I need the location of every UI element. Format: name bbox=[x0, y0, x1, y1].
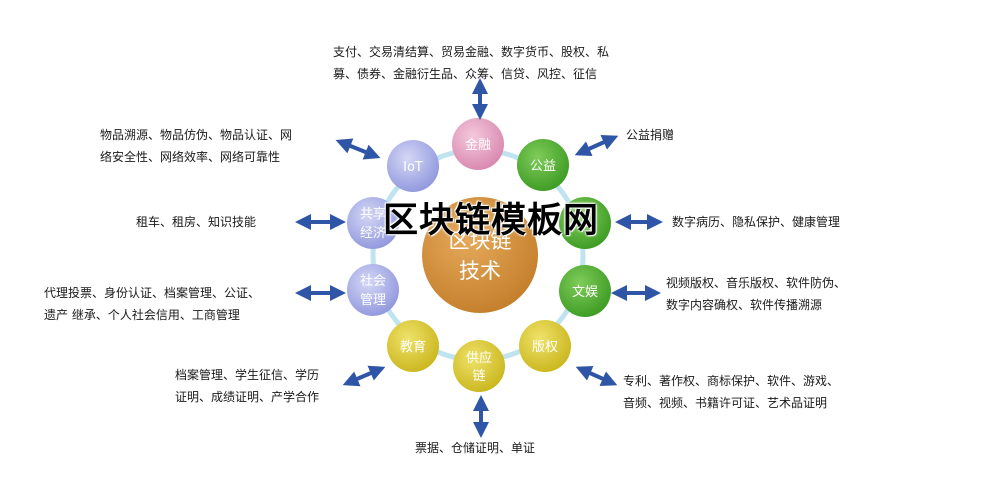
node-sharing-economy-label-2: 经济 bbox=[360, 226, 386, 241]
arrow-education bbox=[342, 365, 386, 387]
desc-supply-chain: 票据、仓储证明、单证 bbox=[415, 437, 535, 459]
watermark-text: 区块链模板网 bbox=[383, 201, 600, 241]
center-hub bbox=[422, 197, 538, 313]
desc-copyright: 专利、著作权、商标保护、软件、游戏、 音频、视频、书籍许可证、艺术品证明 bbox=[623, 370, 839, 414]
desc-finance: 支付、交易清结算、贸易金融、数字货币、股权、私 募、债券、金融衍生品、众筹、信贷… bbox=[333, 41, 609, 85]
desc-finance-line-1: 支付、交易清结算、贸易金融、数字货币、股权、私 bbox=[333, 45, 610, 59]
node-finance-label: 金融 bbox=[465, 137, 491, 153]
node-sharing-economy-label-1: 共享 bbox=[360, 206, 386, 222]
node-social-management-label-2: 管理 bbox=[360, 293, 386, 308]
arrow-copyright bbox=[575, 365, 618, 387]
desc-finance-line-2: 募、债券、金融衍生品、众筹、信贷、风控、征信 bbox=[333, 67, 598, 81]
node-supply-chain[interactable] bbox=[453, 340, 505, 392]
desc-welfare-line-1: 公益捐赠 bbox=[626, 128, 675, 142]
node-copyright[interactable] bbox=[519, 320, 571, 372]
desc-iot-line-2: 络安全性、网络效率、网络可靠性 bbox=[100, 150, 281, 164]
node-iot[interactable] bbox=[387, 140, 439, 192]
desc-iot-line-1: 物品溯源、物品仿伪、物品认证、网 bbox=[100, 128, 293, 142]
desc-culture-line-2: 数字内容确权、软件传播溯源 bbox=[666, 298, 823, 312]
desc-culture: 视频版权、音乐版权、软件防伪、 数字内容确权、软件传播溯源 bbox=[666, 272, 846, 316]
node-sharing-economy[interactable] bbox=[347, 197, 399, 249]
node-education[interactable] bbox=[387, 320, 439, 372]
desc-education: 档案管理、学生征信、学历 证明、成绩证明、产学合作 bbox=[175, 364, 319, 408]
desc-social-management: 代理投票、身份认证、档案管理、公证、 遗产 继承、个人社会信用、工商管理 bbox=[44, 282, 260, 326]
node-social-management[interactable] bbox=[347, 264, 399, 316]
desc-education-line-2: 证明、成绩证明、产学合作 bbox=[175, 390, 320, 404]
arrow-iot bbox=[335, 138, 381, 160]
node-supply-chain-label-2: 链 bbox=[472, 369, 485, 384]
desc-welfare: 公益捐赠 bbox=[626, 124, 674, 146]
node-welfare-label: 公益 bbox=[530, 159, 556, 174]
desc-supply-chain-line-1: 票据、仓储证明、单证 bbox=[415, 441, 536, 455]
arrow-welfare bbox=[574, 134, 619, 157]
desc-health-line-1: 数字病历、隐私保护、健康管理 bbox=[672, 215, 841, 229]
node-supply-chain-label-1: 供应 bbox=[466, 350, 492, 366]
center-label-line2: 技术 bbox=[459, 259, 501, 283]
desc-social-management-line-1: 代理投票、身份认证、档案管理、公证、 bbox=[44, 286, 261, 300]
node-iot-label: IoT bbox=[403, 160, 423, 175]
desc-health: 数字病历、隐私保护、健康管理 bbox=[672, 211, 840, 233]
center-label-line1: 区块链 bbox=[449, 229, 512, 253]
node-culture[interactable] bbox=[559, 265, 611, 317]
node-welfare[interactable] bbox=[517, 139, 569, 191]
desc-education-line-1: 档案管理、学生征信、学历 bbox=[175, 368, 320, 382]
desc-iot: 物品溯源、物品仿伪、物品认证、网 络安全性、网络效率、网络可靠性 bbox=[100, 124, 292, 168]
node-health[interactable] bbox=[559, 197, 611, 249]
arrows bbox=[295, 78, 663, 438]
node-social-management-label-1: 社会 bbox=[360, 273, 386, 289]
desc-sharing-economy-line-1: 租车、租房、知识技能 bbox=[136, 215, 257, 229]
desc-social-management-line-2: 遗产 继承、个人社会信用、工商管理 bbox=[44, 308, 240, 322]
node-copyright-label: 版权 bbox=[532, 339, 558, 355]
desc-culture-line-1: 视频版权、音乐版权、软件防伪、 bbox=[666, 276, 847, 290]
node-culture-label: 文娱 bbox=[572, 285, 598, 300]
desc-sharing-economy: 租车、租房、知识技能 bbox=[136, 211, 256, 233]
desc-copyright-line-2: 音频、视频、书籍许可证、艺术品证明 bbox=[623, 396, 828, 410]
desc-copyright-line-1: 专利、著作权、商标保护、软件、游戏、 bbox=[623, 374, 840, 388]
node-education-label: 教育 bbox=[400, 339, 426, 355]
node-finance[interactable] bbox=[452, 118, 504, 170]
